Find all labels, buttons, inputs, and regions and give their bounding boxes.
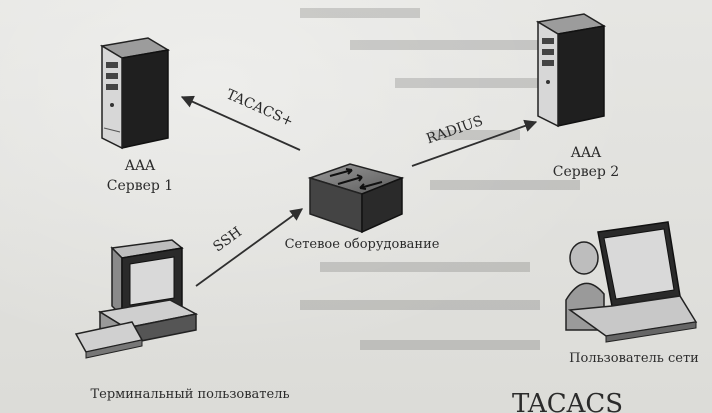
radius-connector [411,119,538,167]
terminal-workstation-icon [74,239,199,359]
network-user-label: Пользователь сети [569,351,699,366]
ssh-connector [195,208,304,287]
background-text [300,8,580,350]
network-device-label: Сетевое оборудование [285,237,440,252]
bottom-caption-fragment: TACACS [512,389,623,413]
server-2-icon [535,13,607,128]
network-user-icon [565,221,698,343]
server-2-label-line1: AAA [570,145,602,161]
radius-label: RADIUS [424,113,485,147]
server-1-label-line1: AAA [124,158,156,174]
terminal-user-label: Терминальный пользователь [90,387,289,402]
server-1-icon [99,37,171,150]
tacacs-connector [180,95,301,151]
ssh-label: SSH [210,224,245,255]
network-switch-icon [307,163,405,234]
server-2-label-line2: Сервер 2 [553,164,619,180]
server-1-label-line2: Сервер 1 [107,178,173,194]
tacacs-label: TACACS+ [224,86,296,130]
